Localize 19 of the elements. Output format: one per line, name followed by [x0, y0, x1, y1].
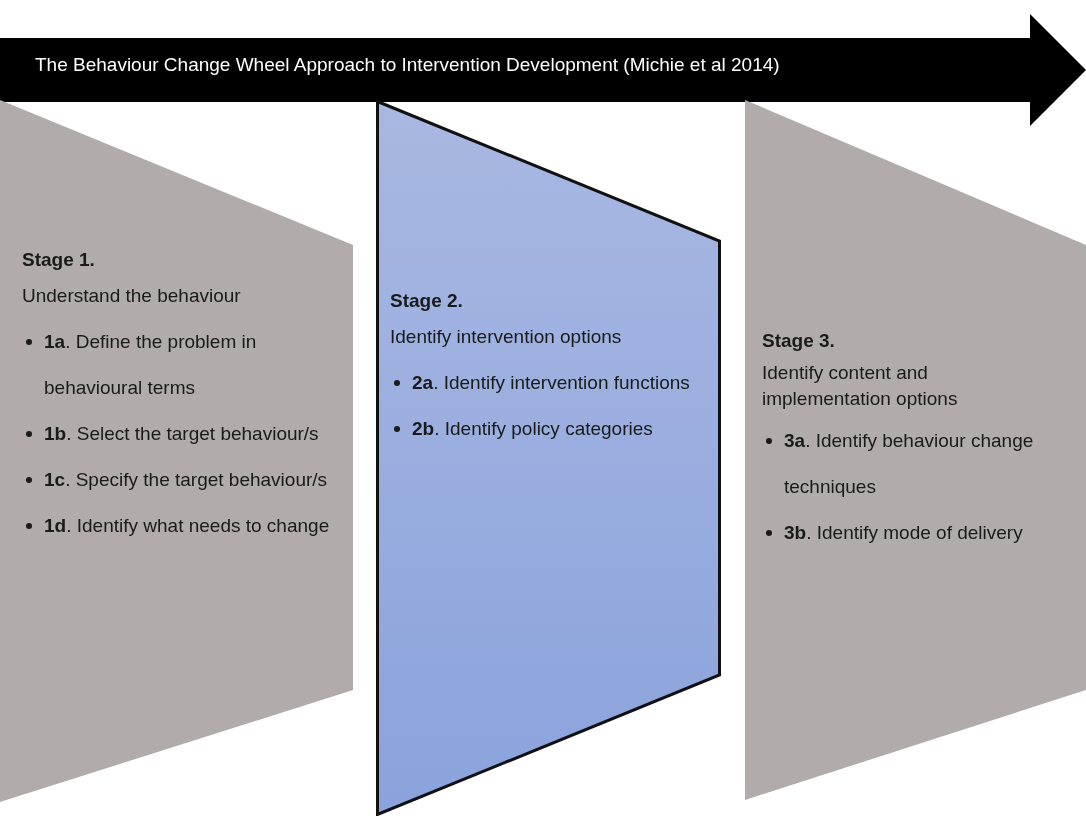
step-text: 1a. Define the problem in behavioural terms — [44, 330, 258, 400]
banner-title: The Behaviour Change Wheel Approach to Intervention Development (Michie et al 2014) — [35, 54, 780, 76]
step-text: 2a. Identify intervention functions — [412, 371, 690, 395]
stage-subtitle: Identify content and implementation options — [762, 361, 959, 411]
step-text: 1d. Identify what needs to change — [44, 514, 330, 538]
stage-panel — [745, 100, 1086, 800]
stage-heading: Stage 2. — [390, 289, 464, 313]
stage-subtitle: Understand the behaviour — [22, 284, 242, 308]
step-text: 3b. Identify mode of delivery — [784, 521, 1023, 545]
step-text: 1c. Specify the target behaviour/s — [44, 468, 328, 492]
stage-heading: Stage 3. — [762, 329, 836, 353]
step-text: 1b. Select the target behaviour/s — [44, 422, 319, 446]
stage-panel — [0, 100, 353, 802]
stage-subtitle: Identify intervention options — [390, 325, 623, 349]
step-text: 3a. Identify behaviour change techniques — [784, 429, 1035, 499]
stage-heading: Stage 1. — [22, 248, 96, 272]
stage-panel — [376, 100, 721, 816]
title-arrow — [0, 14, 1086, 126]
step-text: 2b. Identify policy categories — [412, 417, 653, 441]
